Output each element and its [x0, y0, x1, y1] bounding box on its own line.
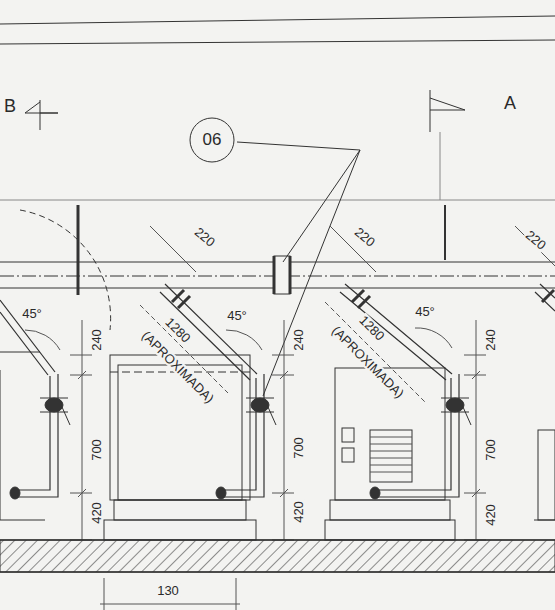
callout-number: 06 — [203, 130, 222, 150]
dimension-label: 45° — [226, 309, 248, 322]
dimension-label: 420 — [484, 503, 497, 527]
dimension-label: 45° — [21, 307, 43, 320]
dimension-label: 420 — [292, 500, 305, 524]
dimension-label: 700 — [292, 436, 305, 460]
dimension-label: 700 — [484, 438, 497, 462]
dimension-label: 1280 — [162, 314, 193, 345]
dimension-label: 240 — [484, 328, 497, 352]
dimension-label: 240 — [292, 328, 305, 352]
dimension-label: 220 — [192, 224, 219, 249]
dimension-label: A — [503, 94, 517, 112]
dimension-label: 220 — [352, 224, 379, 249]
callout-circle: 06 — [189, 117, 235, 163]
dimension-label: 1280 — [356, 312, 387, 343]
dimension-label: 45° — [414, 305, 436, 318]
dimension-label: 220 — [523, 227, 550, 252]
dimension-label: 240 — [90, 328, 103, 352]
dimension-label: 130 — [156, 584, 180, 597]
dimension-label: (APROXIMADA) — [329, 323, 407, 401]
dimension-label: 420 — [90, 501, 103, 525]
dimension-label: B — [3, 97, 17, 115]
dimension-label: 700 — [90, 438, 103, 462]
